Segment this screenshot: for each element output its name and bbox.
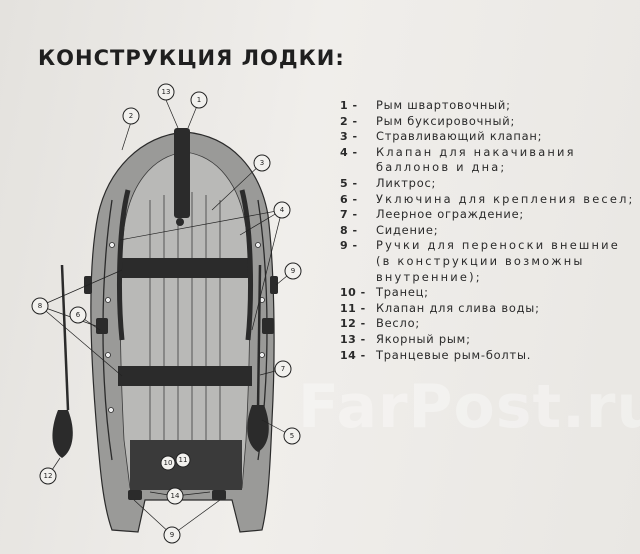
callout-10: 10 [160,455,176,471]
legend-number: 8 - [340,223,358,237]
legend-number: 9 - [340,239,358,253]
legend-text: Якорный рым; [376,331,471,346]
oarlock-right [262,318,274,334]
legend-text: Транец; [376,285,429,300]
legend-text: Сидение; [376,222,439,237]
legend-item: 4 - Клапан для накачивания баллонов и дна… [340,145,636,176]
svg-text:1: 1 [197,96,201,104]
svg-text:8: 8 [38,302,42,310]
oar-left [52,264,73,458]
watermark: FarPost.ru [298,372,640,442]
stern-handle-right [212,490,226,500]
legend-item: 8 - Сидение; [340,223,636,239]
page-title: КОНСТРУКЦИЯ ЛОДКИ: [38,46,345,70]
legend-number: 7 - [340,208,358,222]
oarlock-left [96,318,108,334]
callout-3: 3 [253,154,271,172]
legend-text: Рым буксировочный; [376,113,516,128]
svg-text:9: 9 [291,267,295,275]
svg-text:3: 3 [260,159,264,167]
legend-item: 1 - Рым швартовочный; [340,98,636,114]
handle-right [270,276,278,294]
callout-8: 8 [31,297,49,315]
oar-right [247,264,269,452]
bow-strap [174,128,190,218]
seat-front [118,258,252,278]
floor-slats [149,192,221,440]
legend-number: 3 - [340,130,358,144]
seat-rear [118,366,252,386]
svg-text:14: 14 [171,492,180,500]
legend-number: 13 - [340,332,366,346]
legend-number: 1 - [340,99,358,112]
legend-item: 5 - Ликтрос; [340,176,636,192]
legend-item: 10 - Транец; [340,285,636,301]
callout-5: 5 [283,427,301,445]
svg-text:13: 13 [162,88,171,96]
svg-text:10: 10 [164,459,173,467]
svg-text:11: 11 [179,456,188,464]
legend-item: 7 - Леерное ограждение; [340,207,636,223]
callout-13: 13 [157,83,175,101]
legend-text: Стравливающий клапан; [376,129,543,144]
callout-9-side: 9 [284,262,302,280]
legend-number: 11 - [340,301,366,315]
oar-bar-right [239,189,253,341]
legend-text: Транцевые рым-болты. [376,347,532,362]
legend-item: 3 - Стравливающий клапан; [340,129,636,145]
legend-item: 13 - Якорный рым; [340,332,636,348]
stern-handle-left [128,490,142,500]
callout-14: 14 [166,487,184,505]
legend-text: Рым швартовочный; [376,98,511,112]
legend-text: Леерное ограждение; [376,207,525,222]
svg-text:6: 6 [76,311,81,319]
legend-text: Уключина для крепления весел; [376,191,635,206]
svg-text:7: 7 [281,365,285,373]
legend-item: 11 - Клапан для слива воды; [340,301,636,317]
legend-number: 6 - [340,192,358,206]
callout-4: 4 [273,201,291,219]
callout-9-stern: 9 [163,526,181,544]
svg-text:5: 5 [290,432,294,440]
legend-item: 6 - Уключина для крепления весел; [340,192,636,208]
legend-item: 2 - Рым буксировочный; [340,114,636,130]
legend-number: 2 - [340,114,358,128]
legend-item: 14 - Транцевые рым-болты. [340,348,636,364]
legend-text: Весло; [376,316,420,331]
callout-6: 6 [69,306,87,324]
legend-number: 10 - [340,286,366,300]
svg-text:4: 4 [280,206,285,214]
svg-text:2: 2 [129,112,133,120]
callout-11: 11 [175,452,191,468]
oar-bar-left [117,189,131,341]
legend-text: Ручки для переноски внешние (в конструкц… [376,238,620,284]
svg-text:9: 9 [170,531,174,539]
legend-number: 5 - [340,176,358,190]
legend-text: Ликтрос; [376,175,437,190]
legend-number: 14 - [340,348,366,362]
svg-text:12: 12 [44,472,53,480]
legend-item: 12 - Весло; [340,316,636,332]
callout-2: 2 [122,107,140,125]
legend-text: Клапан для слива воды; [376,300,540,315]
callout-12: 12 [39,467,57,485]
callout-1: 1 [190,91,208,109]
legend-text: Клапан для накачивания баллонов и дна; [376,144,576,175]
legend-number: 4 - [340,145,358,159]
valve-floor [176,218,184,226]
callout-7: 7 [274,360,292,378]
legend-list: 1 - Рым швартовочный; 2 - Рым буксировочны… [340,98,636,363]
legend-number: 12 - [340,317,366,331]
legend-item: 9 - Ручки для переноски внешние (в констр… [340,238,636,285]
